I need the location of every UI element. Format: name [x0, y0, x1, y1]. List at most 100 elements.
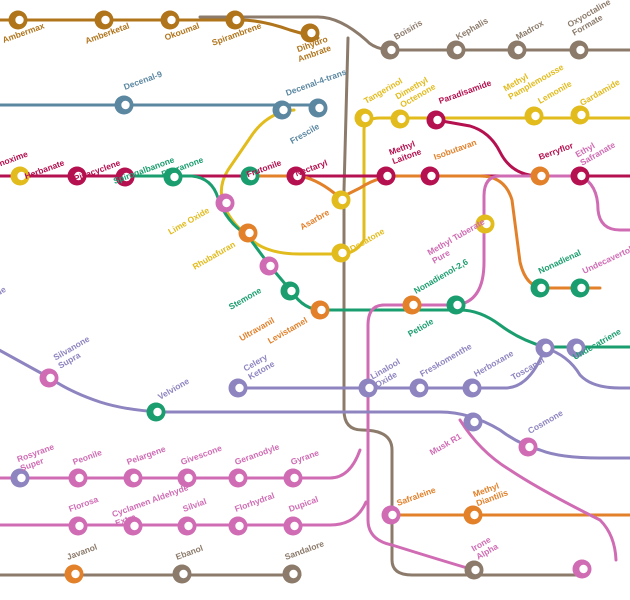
station-label: Peonile [71, 447, 103, 467]
station-label: Petiole [406, 316, 435, 339]
station-marker-center [416, 383, 425, 393]
station-marker-center [184, 521, 193, 531]
station-marker-center [17, 171, 26, 181]
station-label: Sandalore [283, 538, 325, 562]
station-label: DihydroAmbrate [293, 34, 332, 64]
station-marker-center [46, 373, 55, 383]
station-marker-center [579, 564, 588, 574]
station-marker-center [317, 305, 326, 315]
station-marker-center [397, 114, 406, 124]
route-line-taupe [342, 36, 584, 577]
station-label: Frescile [288, 121, 321, 146]
station-label: Paradisamide [437, 77, 493, 105]
station-label: Freskomenthe [418, 341, 474, 379]
station-marker-center [235, 521, 244, 531]
station-marker-center [289, 569, 298, 579]
route-line-green [123, 174, 630, 349]
station-marker-center [121, 100, 130, 110]
route-line-pink [0, 448, 362, 480]
station-marker-center [470, 417, 479, 427]
station-label: Lime Oxide [166, 205, 211, 237]
station-marker-center [170, 172, 179, 182]
station-label: Herbanate [23, 157, 66, 181]
station-marker-center [453, 45, 462, 55]
station-label: Methyl TuberatePure [426, 216, 492, 265]
station-label: OxyoctalineFormate [566, 0, 618, 38]
station-marker-center [130, 473, 139, 483]
station-label: MethylLaitone [388, 137, 423, 166]
station-label: Silvial [181, 496, 208, 514]
station-marker-center [469, 383, 478, 393]
station-marker-center [577, 110, 586, 120]
station-marker-center [514, 45, 523, 55]
station-marker-center [315, 103, 324, 113]
route-line-crimson [434, 118, 542, 178]
station-marker-center [222, 198, 231, 208]
station-marker-center [153, 407, 162, 417]
station-marker-center [338, 195, 347, 205]
station-marker-center [287, 286, 296, 296]
station-label: Madrox [514, 18, 545, 42]
route-line-pink [366, 174, 582, 572]
station-label: Nonadienol-2,6 [412, 256, 470, 295]
station-marker-center [290, 473, 299, 483]
station-marker-center [266, 261, 275, 271]
station-label: Gyrane [289, 447, 320, 467]
station-marker-center [130, 521, 139, 531]
route-line-pink [578, 174, 630, 232]
station-marker-center [482, 219, 491, 229]
station-label: Musk R1 [428, 431, 464, 457]
partial-station-label: enoxime [0, 149, 29, 170]
station-marker-center [409, 300, 418, 310]
station-marker-center [122, 172, 131, 182]
station-marker-center [577, 171, 586, 181]
station-label: RosyraneSuper [16, 441, 59, 473]
station-marker-center [179, 569, 188, 579]
station-marker-center [74, 171, 83, 181]
station-label: Kephalis [454, 15, 490, 42]
station-label: MethylDiantilis [472, 478, 510, 508]
station-marker-center [17, 473, 26, 483]
station-marker-center [235, 383, 244, 393]
station-label: Cosmone [526, 408, 565, 436]
station-marker-center [167, 15, 176, 25]
station-label: Boisiris [392, 17, 424, 41]
station-label: Isobutavan [432, 137, 478, 162]
station-label: Geranodyle [233, 441, 281, 466]
station-marker-center [470, 510, 479, 520]
station-label: Pelargene [125, 443, 167, 466]
station-marker-center [71, 569, 80, 579]
route-line-pink [458, 418, 618, 562]
station-marker-center [365, 383, 374, 393]
station-label: Dupical [287, 494, 319, 514]
station-marker-center [293, 171, 302, 181]
station-label: Decenal-4-trans [284, 67, 348, 98]
station-label: Decenal-9 [122, 69, 163, 92]
station-marker-center [537, 283, 546, 293]
station-label: IroneAlpha [470, 533, 500, 562]
station-label: Javanol [65, 542, 98, 562]
station-label: Decatone [348, 226, 386, 254]
station-marker-center [338, 248, 347, 258]
station-label: Gardamide [578, 77, 622, 108]
station-marker-center [453, 300, 462, 310]
station-marker-center [247, 171, 256, 181]
station-label: EthylSafranate [574, 131, 618, 167]
station-marker-center [537, 171, 546, 181]
station-label: Safraleine [395, 484, 437, 507]
station-marker-center [290, 521, 299, 531]
station-marker-center [101, 15, 110, 25]
route-line-pink [0, 500, 368, 527]
station-marker-center [388, 510, 397, 520]
station-marker-center [531, 111, 540, 121]
station-label: Undecavertol [581, 244, 630, 276]
route-line-orange [248, 174, 602, 290]
station-label: Rhubafuran [191, 239, 237, 272]
station-marker-center [433, 115, 442, 125]
station-marker-center [15, 15, 24, 25]
station-marker-center [361, 113, 370, 123]
station-marker-center [542, 343, 551, 353]
stations [8, 10, 592, 584]
station-label: Givescone [179, 443, 223, 467]
